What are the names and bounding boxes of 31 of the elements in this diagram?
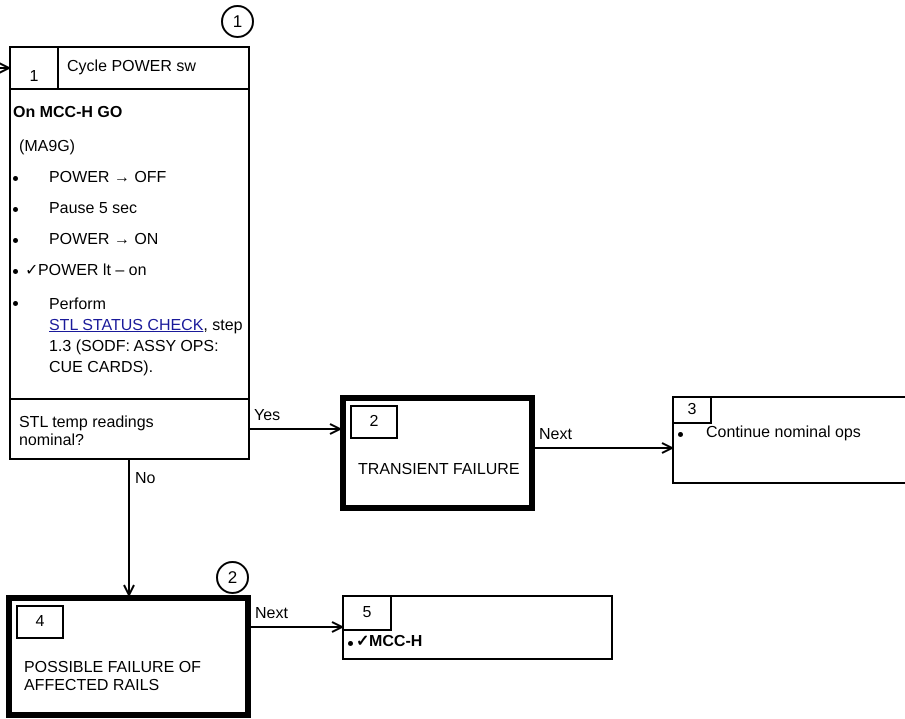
- arrow: [250, 423, 341, 435]
- decision-box: [9, 398, 250, 460]
- arrow: [0, 62, 10, 74]
- instruction-heading: On MCC-H GO: [13, 104, 122, 122]
- outcome-box: [6, 595, 251, 718]
- arrow: [535, 442, 673, 454]
- instruction-text: ✓POWER lt – on: [25, 262, 146, 280]
- outcome-box: [340, 395, 535, 511]
- step-number: 2: [350, 405, 398, 439]
- procedure-box: [9, 46, 250, 458]
- decision-text: STL temp readings nominal?: [19, 414, 155, 450]
- link: STL STATUS CHECK: [49, 317, 204, 334]
- instruction-text: (MA9G): [19, 138, 75, 156]
- step-number: 4: [16, 605, 64, 639]
- step-number: 5: [342, 595, 392, 631]
- step-number: 3: [672, 396, 712, 424]
- step-box: [672, 396, 905, 484]
- step-callout: 1: [221, 5, 254, 38]
- instruction-text: Pause 5 sec: [49, 200, 138, 218]
- instruction-text: POWER → ON: [49, 231, 158, 249]
- arrow: [123, 460, 135, 596]
- step-title: Cycle POWER sw: [67, 58, 196, 76]
- outcome-text: POSSIBLE FAILURE OF AFFECTED RAILS: [24, 659, 202, 695]
- instruction-text: Continue nominal ops: [706, 424, 862, 442]
- instruction-text: ✓MCC-H: [356, 633, 422, 651]
- step-callout: 2: [216, 561, 249, 594]
- step-box: [342, 595, 613, 660]
- instruction-text: Perform STL STATUS CHECK, step 1.3 (SODF: ASSY OPS: CUE CARDS).: [49, 295, 244, 378]
- instruction-text: POWER → OFF: [49, 169, 166, 187]
- outcome-text: TRANSIENT FAILURE: [358, 461, 521, 479]
- arrow: [251, 621, 343, 633]
